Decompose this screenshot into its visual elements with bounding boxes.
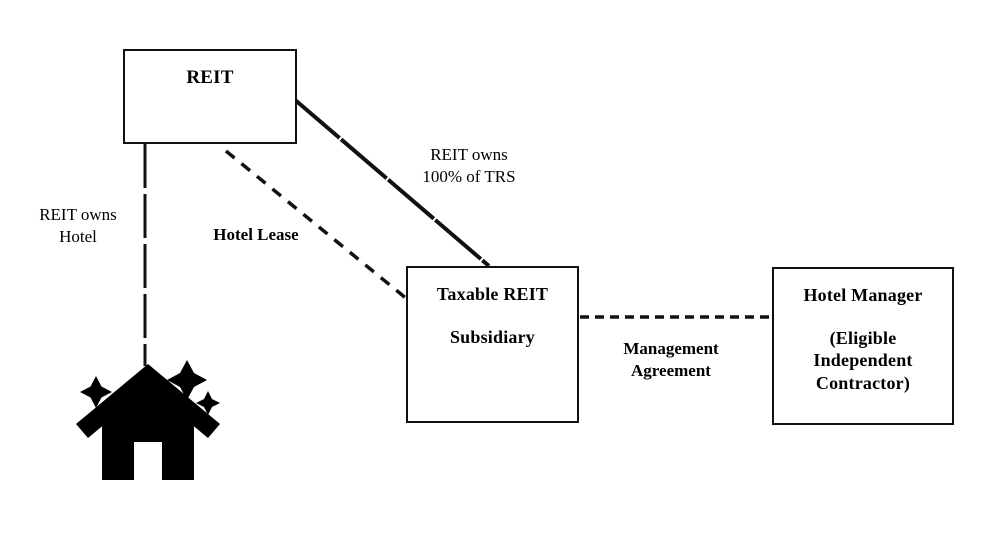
- node-reit[interactable]: REIT: [123, 49, 297, 144]
- node-manager-label-line-2: (Eligible: [829, 327, 897, 348]
- sparkle-left-icon: [80, 376, 112, 408]
- node-manager-label-line-1: Hotel Manager: [803, 285, 923, 305]
- node-manager-label-line-4: Contractor): [815, 373, 911, 394]
- node-hotel-manager[interactable]: Hotel Manager (Eligible Independent Cont…: [772, 267, 954, 425]
- node-trs-label-line-2: Subsidiary: [449, 326, 536, 347]
- edge-label-hotel-lease: Hotel Lease: [198, 224, 314, 246]
- sparkle-upper-right-icon: [167, 360, 207, 400]
- edge-label-reit-owns-hotel-line-2: Hotel: [59, 226, 97, 246]
- house-sparkle-icon: [76, 360, 220, 480]
- edge-label-management-agreement: Management Agreement: [605, 338, 737, 382]
- edge-label-management-agreement-line-2: Agreement: [631, 360, 711, 380]
- edge-label-reit-owns-hotel: REIT owns Hotel: [22, 204, 134, 248]
- node-manager-label-line-3: Independent: [813, 350, 913, 371]
- house-body-shape: [102, 376, 194, 480]
- edge-label-reit-owns-hotel-line-1: REIT owns: [39, 205, 117, 224]
- edge-label-reit-owns-trs-line-1: REIT owns: [430, 145, 508, 164]
- edge-label-reit-owns-trs: REIT owns 100% of TRS: [402, 144, 536, 188]
- node-trs-label-line-1: Taxable REIT: [436, 284, 549, 304]
- edge-label-reit-owns-trs-line-2: 100% of TRS: [422, 166, 516, 186]
- node-taxable-reit-subsidiary[interactable]: Taxable REIT Subsidiary: [406, 266, 579, 423]
- sparkle-lower-right-icon: [196, 391, 220, 415]
- edge-reit-to-trs-ownership: [292, 97, 491, 268]
- node-reit-label: REIT: [186, 67, 234, 88]
- edge-label-hotel-lease-line-1: Hotel Lease: [213, 225, 299, 244]
- edge-label-management-agreement-line-1: Management: [623, 339, 719, 358]
